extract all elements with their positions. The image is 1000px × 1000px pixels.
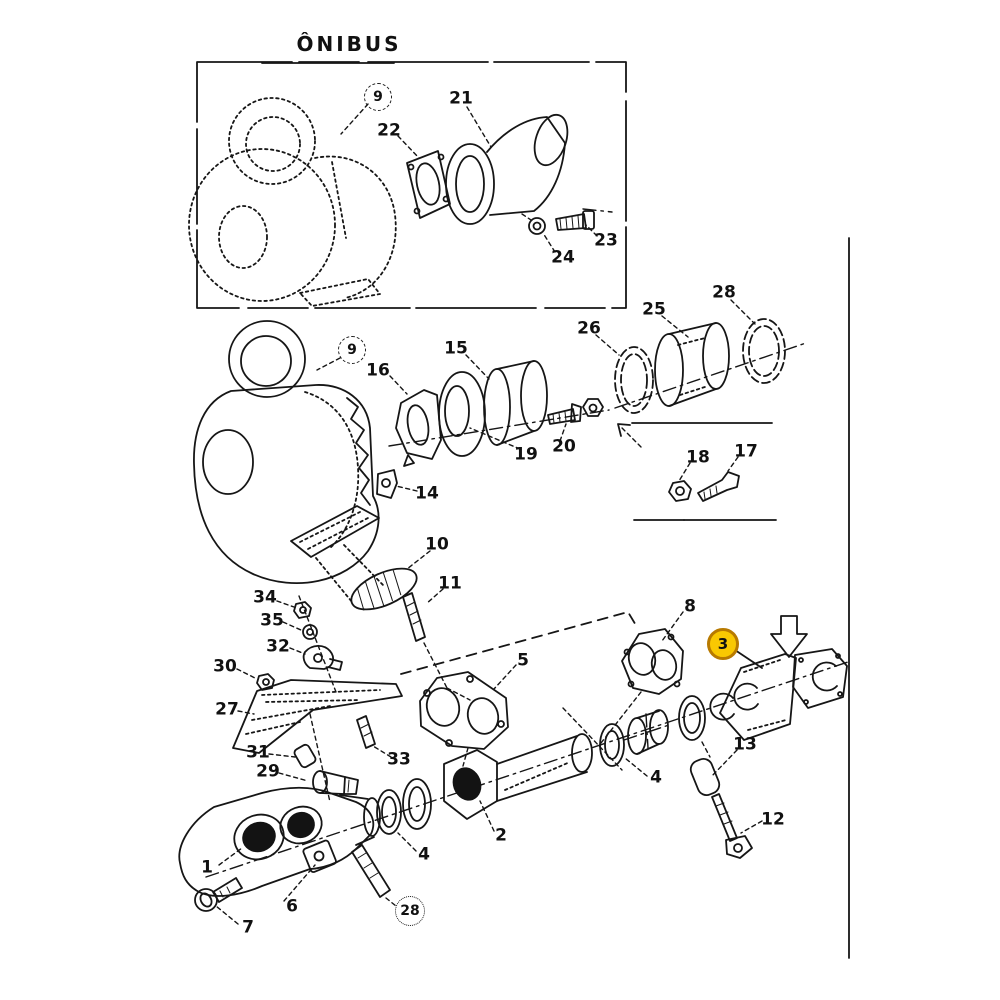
- manifold-axis-line: [205, 661, 849, 878]
- part-label-15: 15: [444, 338, 468, 359]
- turbocharger-drawing: [193, 320, 384, 603]
- part-label-19: 19: [514, 444, 538, 465]
- flange-3-front-drawing: [678, 695, 706, 741]
- part-label-26: 26: [577, 318, 601, 339]
- bolt-23-drawing: [555, 210, 595, 231]
- diagram-title: ÔNIBUS: [296, 32, 402, 56]
- bolt-12-drawing: [711, 793, 753, 859]
- manifold-section-3-drawing: [709, 648, 848, 741]
- part-label-23: 23: [594, 230, 618, 251]
- part-label-10: 10: [425, 534, 449, 555]
- bracket-14-drawing: [376, 469, 398, 499]
- nut-20-drawing: [582, 398, 604, 417]
- part-label-4: 4: [650, 767, 662, 788]
- gasket-8-drawing: [621, 628, 684, 695]
- part-label-8: 8: [684, 596, 696, 617]
- adapter-21-drawing: [445, 113, 569, 225]
- part-label-2: 2: [495, 825, 507, 846]
- part-label-24: 24: [551, 247, 575, 268]
- bolt-17-drawing: [697, 471, 740, 502]
- gasket-10-drawing: [350, 567, 418, 611]
- turbo-axis-line: [388, 342, 807, 447]
- part-label-31: 31: [246, 742, 270, 763]
- highlight-arrow-icon: [770, 615, 808, 658]
- part-label-7: 7: [242, 917, 254, 938]
- leader-lines: [215, 103, 763, 925]
- flange-ring-drawing: [402, 778, 432, 830]
- nut-30-drawing: [256, 673, 275, 691]
- part-label-9: 9: [364, 83, 392, 111]
- part-label-11: 11: [438, 573, 462, 594]
- seal-ring-26-drawing: [614, 346, 654, 414]
- shield-fastener-axis-line: [309, 713, 331, 803]
- part-label-16: 16: [366, 360, 390, 381]
- part-label-5: 5: [517, 650, 529, 671]
- part-label-35: 35: [260, 610, 284, 631]
- scan-artifact-lines: [631, 237, 850, 959]
- part-label-25: 25: [642, 299, 666, 320]
- spacer-31-drawing: [293, 743, 317, 769]
- part-label-17: 17: [734, 441, 758, 462]
- stud-33-drawing: [356, 715, 376, 749]
- part-label-3: 3: [707, 628, 739, 660]
- part-label-21: 21: [449, 88, 473, 109]
- gasket-16-drawing: [395, 389, 442, 467]
- manifold-section-2-drawing: [443, 733, 593, 820]
- part-label-12: 12: [761, 809, 785, 830]
- part-label-20: 20: [552, 436, 576, 457]
- seal-ring-4-left-drawing: [376, 789, 402, 835]
- part-label-28: 28: [712, 282, 736, 303]
- part-label-6: 6: [286, 896, 298, 917]
- highlight-leader-line: [734, 649, 763, 669]
- heat-shield-27-drawing: [232, 679, 403, 754]
- part-label-22: 22: [377, 120, 401, 141]
- pipe-25-drawing: [654, 322, 730, 407]
- part-label-4: 4: [418, 844, 430, 865]
- part-label-18: 18: [686, 447, 710, 468]
- gasket-5-drawing: [419, 671, 509, 750]
- part-label-29: 29: [256, 761, 280, 782]
- nut-18-drawing: [668, 480, 692, 502]
- bolt-7-drawing: [194, 877, 243, 912]
- stud-28-drawing: [351, 844, 397, 907]
- part-label-30: 30: [213, 656, 237, 677]
- part-label-27: 27: [215, 699, 239, 720]
- clamp-sleeve-drawing: [623, 709, 673, 755]
- assembly-group-line: [400, 611, 638, 675]
- part-label-14: 14: [415, 483, 439, 504]
- fastener-axis-line: [298, 595, 337, 693]
- direction-arrow-small: [617, 423, 642, 448]
- part-label-1: 1: [201, 857, 213, 878]
- manifold-section-1-drawing: [178, 786, 381, 897]
- part-label-33: 33: [387, 749, 411, 770]
- spacer-6-drawing: [302, 839, 337, 873]
- assembly-dotted-lines: [446, 687, 642, 771]
- bus-variant-frame: [196, 61, 627, 309]
- washer-24-drawing: [528, 217, 546, 235]
- seal-ring-4-right-drawing: [599, 723, 625, 767]
- part-label-34: 34: [253, 587, 277, 608]
- seal-ring-28-drawing: [742, 318, 786, 384]
- part-label-32: 32: [266, 636, 290, 657]
- part-label-9: 9: [338, 336, 366, 364]
- fitting-29-drawing: [312, 770, 359, 795]
- part-label-13: 13: [733, 734, 757, 755]
- part-label-28: 28: [395, 896, 425, 926]
- turbocharger-bus-drawing: [188, 97, 397, 307]
